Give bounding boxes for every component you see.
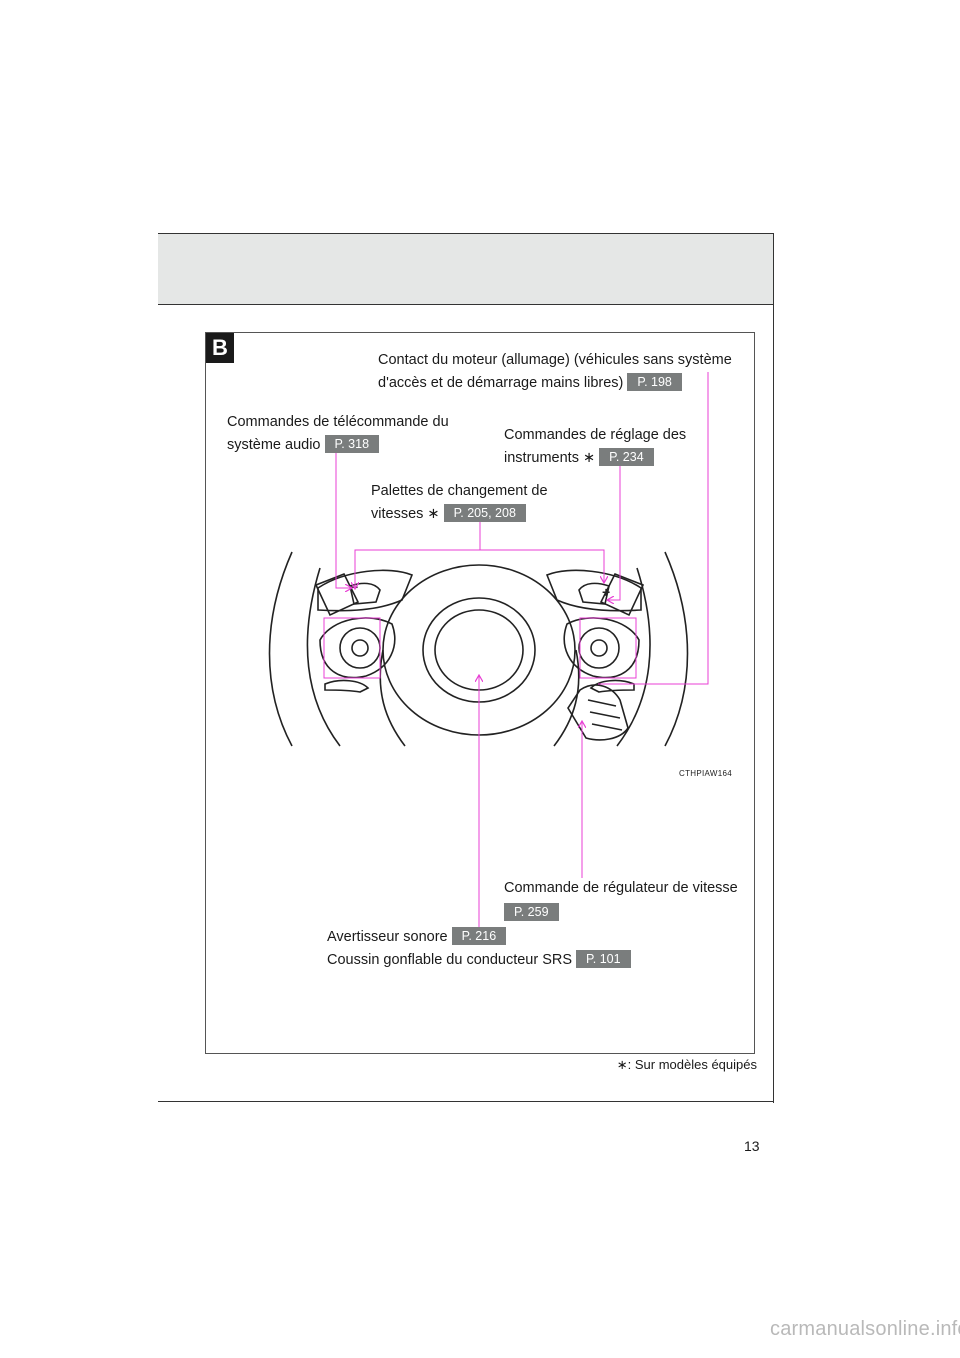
horn-label: Avertisseur sonore — [327, 929, 448, 945]
ignition-label-line2: d'accès et de démarrage mains libres) — [378, 375, 624, 391]
instruments-page-ref[interactable]: P. 234 — [599, 448, 654, 466]
leader-ignition — [598, 372, 709, 685]
footer-rule — [158, 1101, 774, 1102]
paddles-label-line1: Palettes de changement de — [371, 483, 548, 499]
cruise-label: Commande de régulateur de vitesse P. 259 — [504, 877, 738, 925]
ignition-label: Contact du moteur (allumage) (véhicules … — [378, 349, 732, 395]
right-margin-rule — [773, 233, 774, 1103]
paddles-label-line2: vitesses ∗ — [371, 506, 440, 522]
watermark: carmanualsonline.info — [770, 1318, 960, 1340]
airbag-label: Coussin gonflable du conducteur SRS — [327, 952, 573, 968]
leader-instruments — [608, 464, 621, 600]
instruments-label: Commandes de réglage des instruments ∗P.… — [504, 424, 686, 470]
section-badge: B — [206, 333, 234, 363]
cruise-page-ref[interactable]: P. 259 — [504, 903, 559, 921]
ignition-page-ref[interactable]: P. 198 — [627, 373, 682, 391]
audio-label: Commandes de télécommande du système aud… — [227, 411, 449, 457]
footnote: ∗: Sur modèles équipés — [616, 1057, 757, 1072]
figure-frame — [205, 332, 755, 1054]
figure-code: CTHPIAW164 — [679, 769, 732, 778]
minus-glyph: − — [350, 579, 358, 595]
header-band — [158, 233, 774, 305]
box-audio — [323, 617, 381, 679]
horn-page-ref[interactable]: P. 216 — [451, 927, 507, 945]
paddles-label: Palettes de changement de vitesses ∗P. 2… — [371, 480, 548, 526]
instruments-label-line2: instruments ∗ — [504, 450, 596, 466]
plus-glyph: + — [602, 584, 610, 600]
leader-paddles — [354, 549, 604, 582]
airbag-page-ref[interactable]: P. 101 — [576, 950, 631, 968]
box-instruments — [579, 617, 637, 679]
leader-audio — [335, 450, 351, 588]
leader-lines — [323, 372, 709, 930]
audio-label-line1: Commandes de télécommande du — [227, 414, 449, 430]
ignition-label-line1: Contact du moteur (allumage) (véhicules … — [378, 352, 732, 368]
page-number: 13 — [744, 1138, 760, 1154]
instruments-label-line1: Commandes de réglage des — [504, 427, 687, 443]
cruise-label-line1: Commande de régulateur de vitesse — [504, 880, 738, 896]
audio-label-line2: système audio — [227, 437, 321, 453]
audio-page-ref[interactable]: P. 318 — [324, 435, 380, 453]
paddles-page-ref[interactable]: P. 205, 208 — [443, 504, 526, 522]
